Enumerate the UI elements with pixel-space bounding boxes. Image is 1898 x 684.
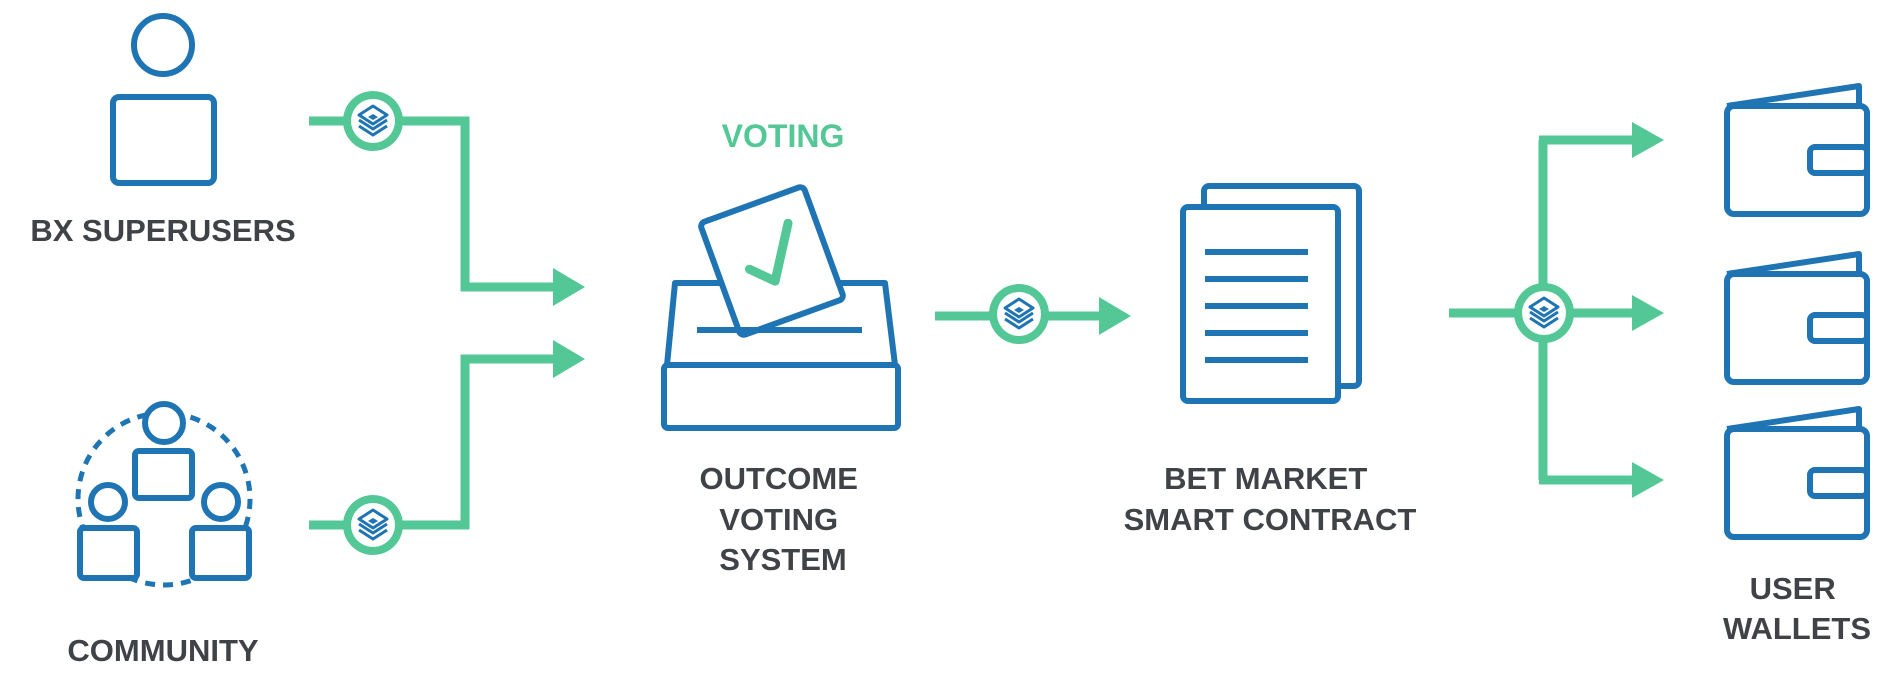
community-label: COMMUNITY	[67, 633, 258, 668]
outcome-voting-system-label: OUTCOME VOTING SYSTEM	[699, 461, 866, 577]
outcome-voting-system-line-1: OUTCOME	[699, 461, 857, 496]
user-wallets-line-1: USER	[1750, 571, 1836, 606]
wallet-3-arrowhead	[1632, 462, 1664, 498]
community-arrowhead	[553, 340, 585, 378]
ballot-box-icon	[661, 184, 901, 431]
wallet-icon	[1727, 86, 1867, 214]
voting-label: VOTING	[722, 118, 845, 154]
connectors	[309, 116, 1664, 530]
user-wallets-label: USER WALLETS	[1723, 571, 1871, 646]
person-icon	[110, 13, 217, 186]
community-connector	[309, 354, 553, 530]
outcome-voting-system-line-3: SYSTEM	[719, 542, 846, 577]
wallet-1-arrowhead	[1632, 122, 1664, 158]
superusers-arrowhead	[553, 268, 585, 306]
bet-market-smart-contract-label: BET MARKET SMART CONTRACT	[1124, 461, 1417, 537]
superusers-label: BX SUPERUSERS	[30, 213, 295, 248]
user-wallets-line-2: WALLETS	[1723, 611, 1871, 646]
superusers-connector	[309, 116, 553, 292]
wallet-icon	[1727, 254, 1867, 382]
bet-market-line-1: BET MARKET	[1164, 461, 1367, 496]
bx-token-icon	[987, 282, 1051, 346]
bx-token-icon	[341, 493, 405, 557]
document-icon	[1180, 183, 1362, 404]
wallet-icon	[1727, 409, 1867, 537]
bet-market-line-2: SMART CONTRACT	[1124, 502, 1417, 537]
wallet-2-arrowhead	[1632, 295, 1664, 331]
bx-token-icon	[341, 89, 405, 153]
bx-token-icon	[1512, 281, 1576, 345]
contract-arrowhead	[1099, 297, 1131, 335]
outcome-voting-system-line-2: VOTING	[719, 502, 838, 537]
community-icon	[75, 401, 253, 588]
